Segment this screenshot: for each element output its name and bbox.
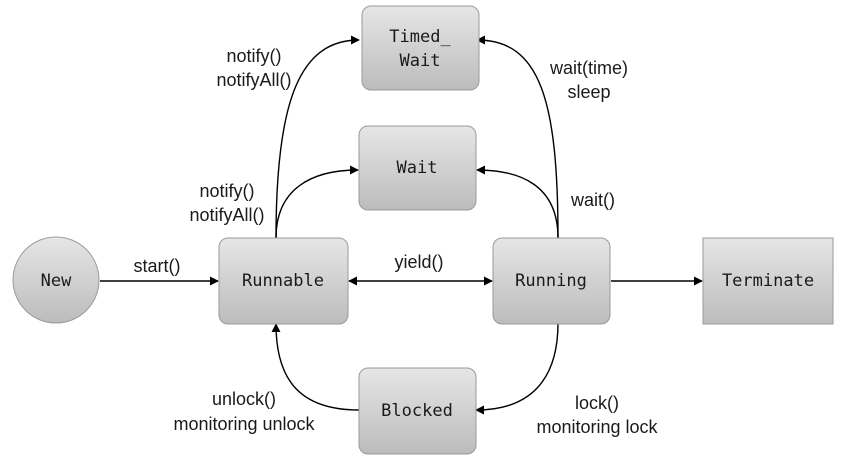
label-unlock: unlock() — [212, 389, 276, 409]
label-monitoring-lock: monitoring lock — [536, 417, 658, 437]
label-sleep: sleep — [567, 82, 610, 102]
node-timed-wait-label-line1: Timed_ — [389, 27, 451, 47]
node-blocked-label: Blocked — [381, 401, 453, 421]
node-runnable: Runnable — [218, 237, 349, 325]
node-terminate-shape — [702, 237, 834, 325]
label-lock: lock() — [575, 393, 619, 413]
label-notify-timed: notify() — [226, 46, 281, 66]
label-yield: yield() — [394, 252, 443, 272]
node-timed-wait-label-line2: Wait — [400, 51, 441, 71]
node-blocked-shape — [358, 367, 477, 455]
node-wait: Wait — [358, 125, 477, 211]
edge-running-to-wait — [476, 165, 559, 239]
edge-timed-wait-to-runnable — [275, 35, 360, 239]
label-monitoring-unlock: monitoring unlock — [173, 414, 315, 434]
label-notifyall-wait: notifyAll() — [189, 205, 264, 225]
node-wait-shape — [358, 125, 477, 211]
label-notifyall-timed: notifyAll() — [216, 70, 291, 90]
node-timed-wait-shape — [361, 5, 480, 91]
edge-wait-to-runnable — [275, 165, 359, 239]
label-wait-time: wait(time) — [549, 58, 628, 78]
node-wait-label: Wait — [397, 158, 438, 178]
node-running: Running — [492, 237, 611, 325]
label-notify-wait: notify() — [199, 181, 254, 201]
node-terminate-label: Terminate — [722, 271, 814, 291]
edge-running-to-blocked — [475, 322, 559, 415]
node-new: New — [12, 236, 100, 324]
node-new-label: New — [41, 271, 72, 291]
node-running-label: Running — [515, 271, 587, 291]
label-wait: wait() — [570, 190, 615, 210]
label-start: start() — [134, 256, 181, 276]
node-blocked: Blocked — [358, 367, 477, 455]
node-runnable-shape — [218, 237, 349, 325]
node-running-shape — [492, 237, 611, 325]
edge-blocked-to-runnable — [271, 323, 360, 411]
edge-running-to-timed-wait — [476, 35, 559, 239]
node-terminate: Terminate — [702, 237, 834, 325]
node-new-shape — [12, 236, 100, 324]
node-runnable-label: Runnable — [242, 271, 324, 291]
node-timed-wait: Timed_ Wait — [361, 5, 480, 91]
